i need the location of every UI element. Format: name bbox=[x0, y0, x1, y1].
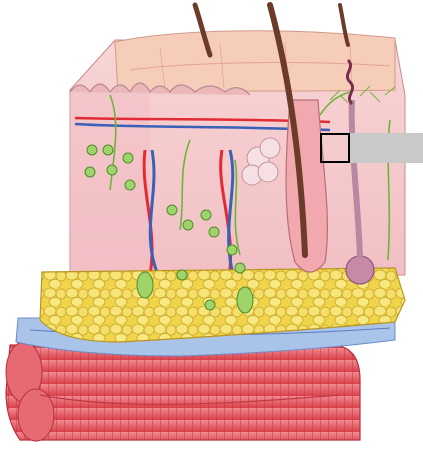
muscle-layer bbox=[6, 342, 360, 441]
pacinian-corpuscle bbox=[137, 272, 153, 298]
pacinian-corpuscle bbox=[237, 287, 253, 313]
sweat-gland bbox=[346, 256, 374, 284]
label-placeholder-box[interactable] bbox=[349, 133, 423, 163]
epidermis-surface bbox=[115, 31, 395, 92]
region-indicator-box bbox=[320, 133, 350, 163]
